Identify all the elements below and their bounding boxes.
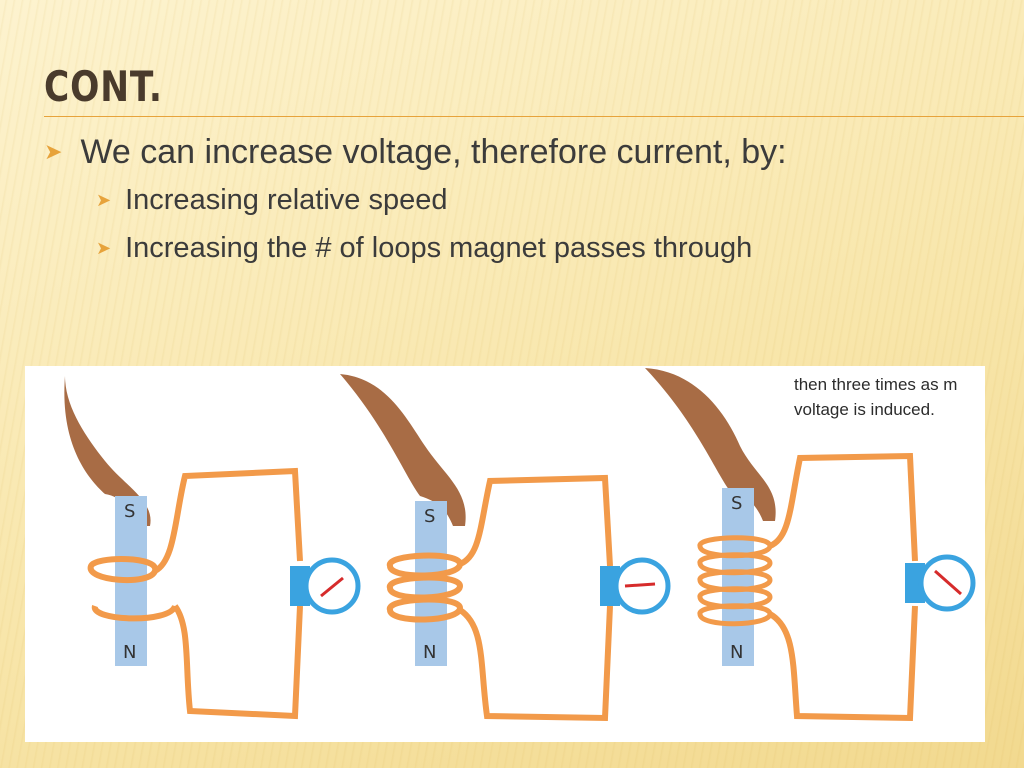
coil-loop: [92, 604, 178, 622]
panel-three-loops: S N: [340, 374, 671, 722]
meter-needle: [624, 582, 656, 588]
sub-bullet-item: ➤ Increasing relative speed: [44, 176, 1004, 224]
bullet-item: ➤ We can increase voltage, therefore cur…: [44, 128, 1004, 176]
hand-icon: [645, 368, 776, 521]
meter-needle: [320, 576, 344, 598]
bullet-arrow-icon: ➤: [44, 139, 63, 164]
coil-loop: [387, 596, 464, 623]
induction-figure: S N S N S: [25, 366, 985, 742]
sub-bullet-item: ➤ Increasing the # of loops magnet passe…: [44, 224, 1004, 272]
circuit-wire: [768, 452, 918, 562]
bullet-text: We can increase voltage, therefore curre…: [80, 132, 787, 171]
bar-magnet: [415, 501, 447, 666]
circuit-wire: [458, 474, 613, 567]
magnet-s-label: S: [124, 501, 135, 522]
bullet-arrow-icon: ➤: [96, 189, 112, 210]
magnet-n-label: N: [730, 642, 743, 663]
magnet-n-label: N: [123, 642, 136, 663]
caption-line: then three times as m: [794, 375, 958, 394]
bullet-arrow-icon: ➤: [96, 237, 112, 258]
meter-needle: [934, 569, 962, 596]
meter-base: [290, 566, 310, 606]
meter-base: [905, 563, 925, 603]
circuit-wire: [172, 604, 303, 720]
circuit-wire: [768, 605, 918, 722]
panel-one-loop: S N: [64, 376, 361, 720]
bar-magnet: [722, 488, 754, 666]
circuit-wire: [153, 467, 303, 574]
induction-diagram: S N S N S: [64, 368, 976, 722]
title-divider: [44, 116, 1024, 117]
hand-icon: [64, 376, 151, 526]
magnet-s-label: S: [731, 493, 742, 514]
sub-bullet-text: Increasing the # of loops magnet passes …: [125, 231, 753, 264]
figure-caption: then three times as m voltage is induced…: [794, 372, 994, 422]
circuit-wire: [458, 605, 613, 722]
meter-base: [600, 566, 620, 606]
slide-title: CONT.: [44, 62, 163, 111]
sub-bullet-text: Increasing relative speed: [125, 183, 448, 216]
caption-line: voltage is induced.: [794, 400, 935, 419]
hand-icon: [340, 374, 466, 526]
bullet-list: ➤ We can increase voltage, therefore cur…: [44, 128, 1004, 272]
magnet-n-label: N: [423, 642, 436, 663]
coil-loop: [387, 574, 464, 601]
magnet-s-label: S: [424, 506, 435, 527]
panel-five-loops: S N: [645, 368, 976, 722]
